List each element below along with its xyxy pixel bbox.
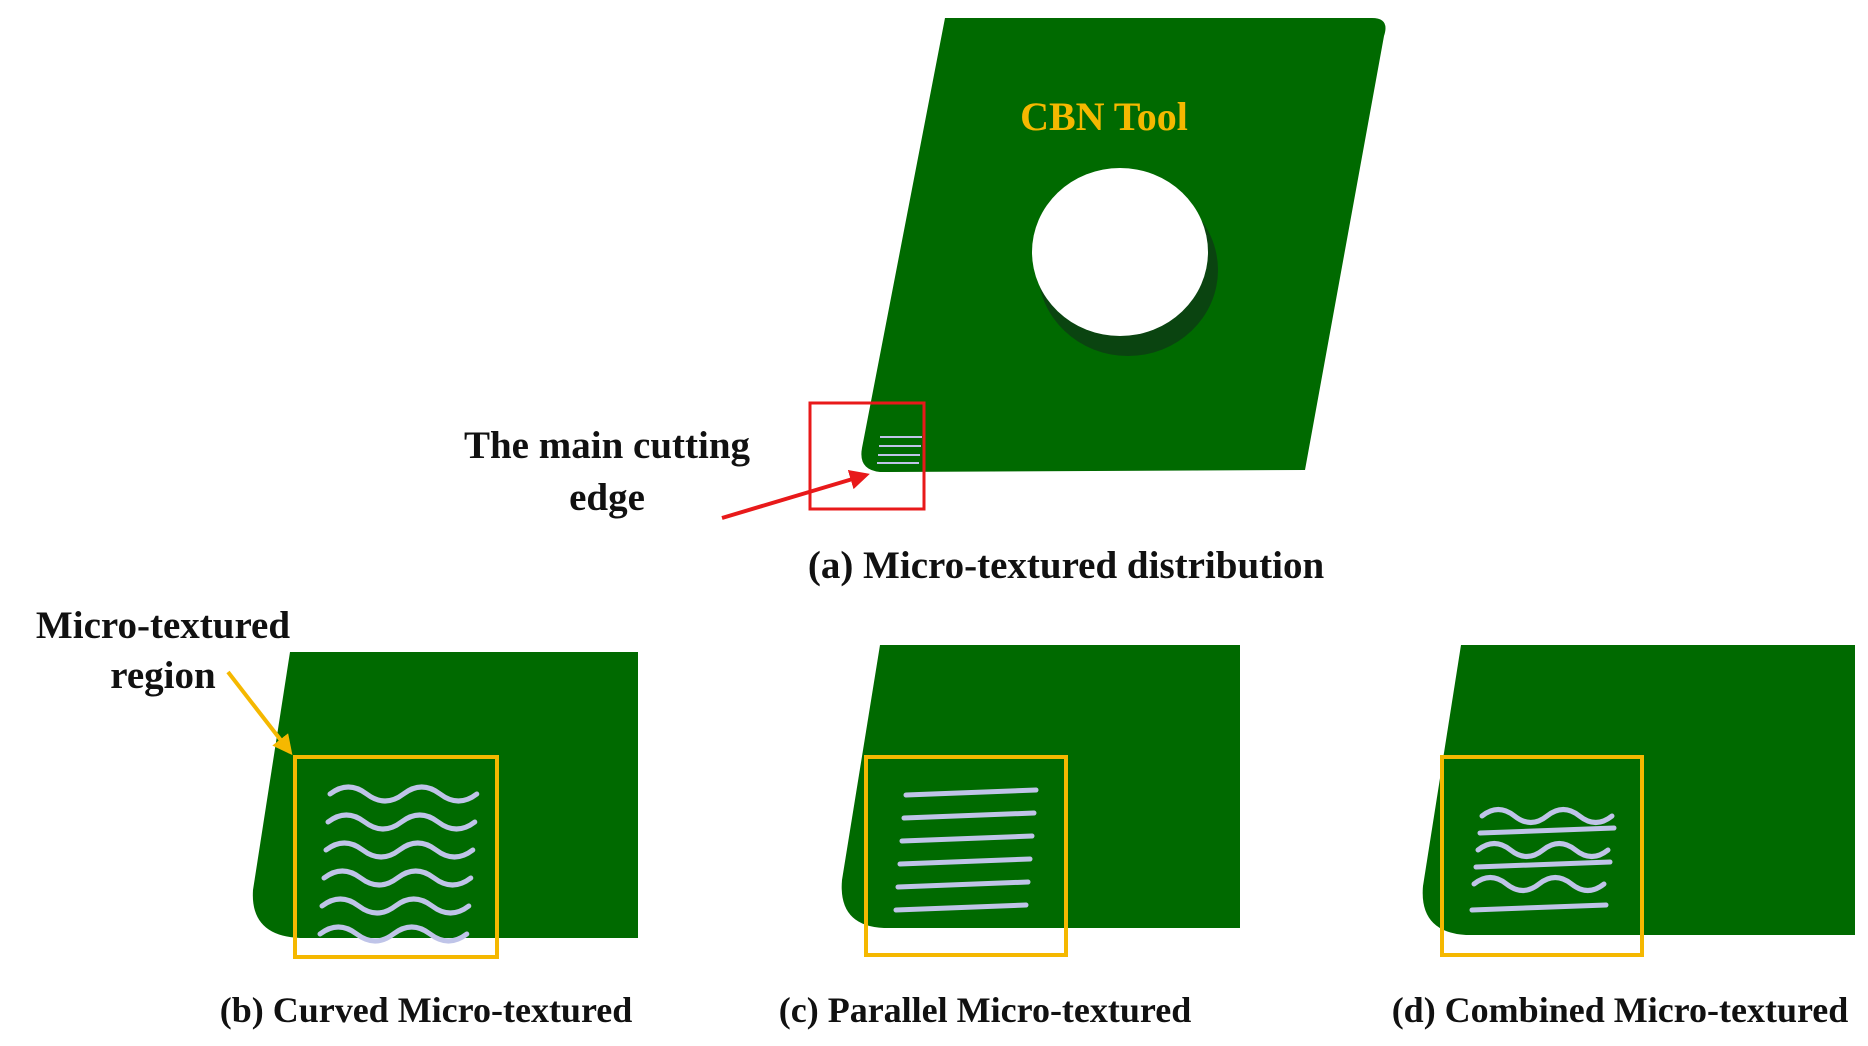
panel-c-region-box <box>864 755 1068 957</box>
panel-d-combined-textures <box>1469 807 1617 913</box>
region-arrow <box>226 670 293 756</box>
panel-b: Micro-textured region (b) Curved Micro-t… <box>36 604 638 1030</box>
panel-a: CBN Tool The main cutting edge (a) Micro… <box>464 18 1386 587</box>
panel-b-region-box <box>293 755 499 959</box>
panel-d: (d) Combined Micro-textured <box>1392 645 1855 1030</box>
panel-c-parallel-textures <box>893 787 1039 913</box>
panel-a-caption: (a) Micro-textured distribution <box>808 544 1325 587</box>
panel-d-caption: (d) Combined Micro-textured <box>1392 990 1849 1030</box>
panel-c-caption: (c) Parallel Micro-textured <box>779 990 1192 1030</box>
cutting-edge-highlight-box <box>808 401 926 511</box>
panel-d-tool-corner <box>1422 645 1855 935</box>
region-label-line1: Micro-textured <box>36 604 290 647</box>
edge-texture-marks <box>877 436 922 464</box>
tool-label: CBN Tool <box>1020 94 1188 139</box>
cutting-edge-label-line1: The main cutting <box>464 424 751 467</box>
panel-b-caption: (b) Curved Micro-textured <box>220 990 633 1030</box>
panel-b-curved-textures <box>317 784 480 944</box>
tool-hole <box>1032 168 1208 336</box>
panel-d-region-box <box>1440 755 1644 957</box>
cutting-edge-arrow <box>721 469 870 520</box>
region-label-line2: region <box>110 654 216 697</box>
panel-c-tool-corner <box>841 645 1240 928</box>
panel-c: (c) Parallel Micro-textured <box>779 645 1240 1030</box>
cutting-edge-label-line2: edge <box>569 476 645 519</box>
